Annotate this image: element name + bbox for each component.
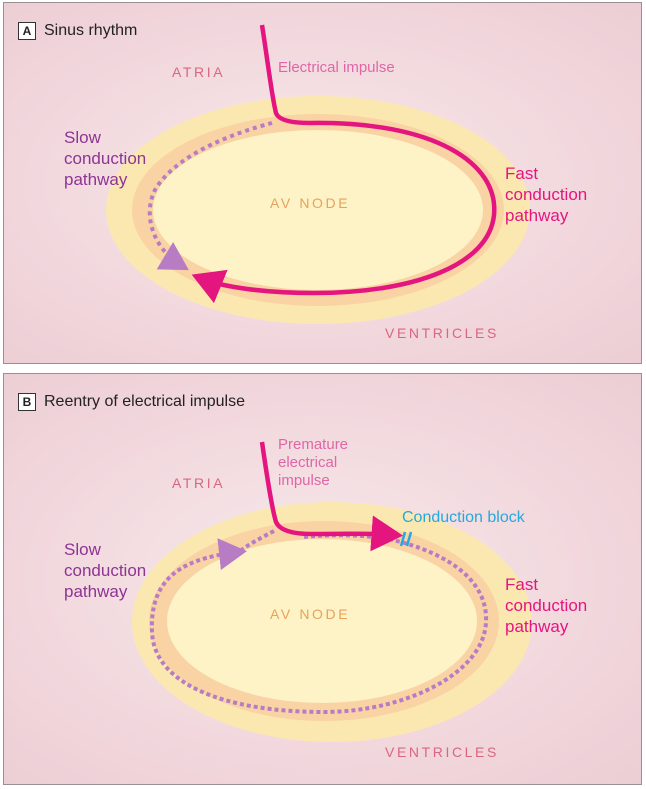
ventricles-label: VENTRICLES	[385, 325, 499, 341]
conduction-block-mark	[399, 531, 407, 547]
impulse-path	[259, 24, 311, 126]
panel-b-reentry: B Reentry of electrical impulse ATRIA Pr…	[3, 373, 642, 785]
ventricles-label: VENTRICLES	[385, 744, 499, 760]
reentry-loop-line	[149, 537, 489, 715]
conduction-block-mark	[405, 531, 413, 547]
atria-label: ATRIA	[172, 64, 226, 80]
impulse-label: Electrical impulse	[278, 59, 395, 76]
slow-pathway-line	[147, 121, 273, 271]
panel-b-title: Reentry of electrical impulse	[44, 393, 245, 410]
panel-b-header: B Reentry of electrical impulse	[18, 393, 245, 411]
panel-a-title: Sinus rhythm	[44, 22, 138, 39]
av-node-core	[153, 130, 483, 290]
fast-pathway-label: Fast conduction pathway	[505, 164, 588, 225]
slow-pathway-line	[237, 529, 275, 554]
panel-a-sinus-rhythm: A Sinus rhythm ATRIA Electrical impulse …	[3, 2, 642, 364]
av-node-label: AV NODE	[270, 606, 351, 622]
slow-pathway-label: Slow conduction pathway	[64, 128, 147, 189]
panel-a-header: A Sinus rhythm	[18, 22, 137, 40]
slow-pathway-label: Slow conduction pathway	[64, 540, 147, 601]
panel-b-diagram	[132, 441, 532, 742]
av-node-core	[167, 539, 477, 703]
fast-pathway-label: Fast conduction pathway	[505, 575, 588, 636]
impulse-label: Premature electrical impulse	[278, 436, 349, 489]
conduction-block-label: Conduction block	[402, 509, 525, 526]
premature-impulse-path	[259, 441, 403, 552]
panel-b-letter: B	[18, 393, 36, 411]
fast-pathway-line	[191, 120, 497, 304]
panel-a-diagram	[106, 24, 530, 324]
av-node-label: AV NODE	[270, 195, 351, 211]
atria-label: ATRIA	[172, 475, 226, 491]
panel-a-letter: A	[18, 22, 36, 40]
